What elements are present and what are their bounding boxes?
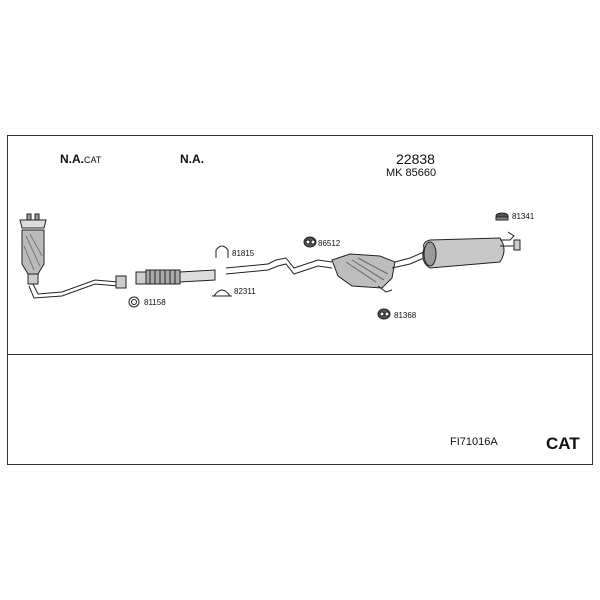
middle-pipe	[225, 257, 333, 275]
part-label-81815: 81815	[232, 249, 255, 258]
kit-number: 22838	[396, 151, 435, 167]
clamp-82311-icon	[212, 289, 232, 297]
header-middle: N.A.	[180, 152, 204, 166]
flex-pipe	[135, 269, 216, 285]
part-label-82311: 82311	[234, 287, 256, 296]
rubber-mount-86512-icon	[303, 236, 317, 248]
catalytic-converter	[19, 213, 47, 285]
middle-silencer	[331, 251, 425, 293]
frame-divider	[7, 354, 593, 355]
gasket-81158-icon	[128, 296, 140, 308]
kit-mk-number: MK 85660	[386, 167, 437, 179]
cat-label: CAT	[546, 434, 580, 453]
part-label-86512: 86512	[318, 239, 341, 248]
rear-silencer	[422, 231, 521, 269]
front-pipe	[28, 275, 127, 299]
rubber-mount-81341-icon	[495, 212, 509, 221]
rubber-mount-81368-icon	[377, 308, 391, 320]
diagram-frame	[7, 135, 593, 465]
header-front-sub: CAT	[84, 155, 102, 165]
part-label-81158: 81158	[144, 298, 166, 307]
header-front: N.A.CAT	[60, 153, 101, 165]
clamp-81815-icon	[215, 245, 229, 258]
header-front-main: N.A.	[60, 152, 84, 166]
part-label-81368: 81368	[394, 311, 417, 320]
diagram-code: FI71016A	[450, 436, 498, 448]
part-label-81341: 81341	[512, 212, 535, 221]
